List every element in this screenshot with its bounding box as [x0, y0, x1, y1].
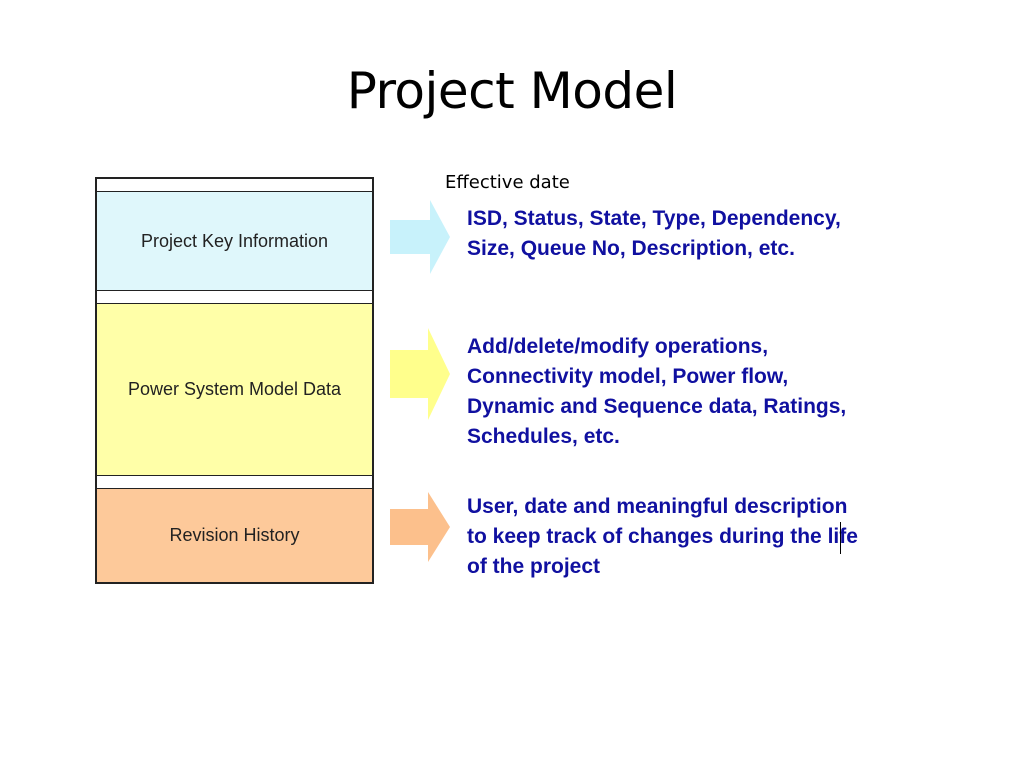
middle-separator-band: [97, 291, 372, 304]
project-model-stack: Project Key Information Power System Mod…: [95, 177, 374, 584]
revision-history-description: User, date and meaningful description to…: [467, 495, 858, 578]
power-system-model-data-block: Power System Model Data: [97, 304, 372, 476]
lower-separator-band: [97, 476, 372, 489]
text-cursor: [840, 522, 841, 554]
arrow-right-cyan-icon: [390, 200, 450, 274]
arrow-right-yellow-icon: [390, 328, 450, 420]
slide-title: Project Model: [346, 62, 678, 120]
top-separator-band: [97, 179, 372, 192]
arrow-right-orange-icon: [390, 492, 450, 562]
project-key-information-label: Project Key Information: [140, 230, 329, 251]
revision-history-label: Revision History: [169, 525, 300, 545]
effective-date-label: Effective date: [445, 172, 570, 193]
project-key-information-block: Project Key Information: [97, 192, 372, 291]
key-information-description: ISD, Status, State, Type, Dependency, Si…: [467, 207, 841, 260]
power-system-model-data-label: Power System Model Data: [127, 379, 342, 399]
model-data-description: Add/delete/modify operations, Connectivi…: [467, 335, 847, 448]
revision-history-block: Revision History: [97, 489, 372, 582]
